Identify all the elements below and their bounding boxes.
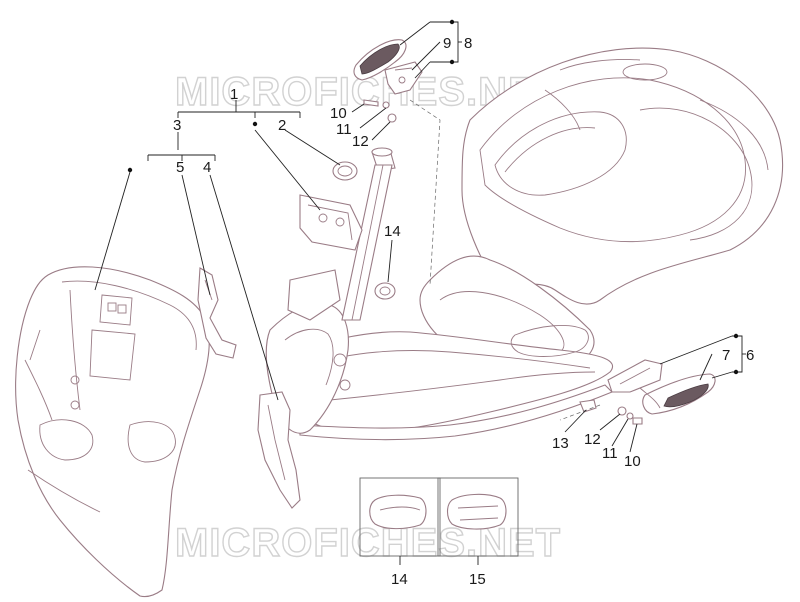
clip-13 [579, 399, 597, 413]
callout-1: 1 [230, 86, 238, 103]
callout-12-right: 12 [584, 431, 601, 448]
alignment-line-right [559, 404, 601, 421]
strip-4 [257, 391, 301, 509]
callout-6: 6 [746, 347, 754, 364]
callout-11-top: 11 [336, 121, 352, 138]
callout-10-right: 10 [624, 453, 641, 470]
callout-15: 15 [469, 571, 486, 588]
watermark-bottom: MICROFICHES.NET [175, 521, 561, 565]
callout-12-top: 12 [352, 133, 369, 150]
callout-7: 7 [722, 347, 730, 364]
callout-labels: 1 2 3 4 5 6 7 8 9 10 11 12 13 12 11 10 1… [173, 35, 754, 588]
callout-2: 2 [278, 117, 286, 134]
callout-14-bottom: 14 [391, 571, 408, 588]
leader-lines [94, 21, 746, 565]
leg-shield [15, 266, 210, 598]
callout-4: 4 [203, 159, 211, 176]
callout-8: 8 [464, 35, 472, 52]
callout-5: 5 [176, 159, 184, 176]
fasteners-top [363, 99, 397, 123]
bullet-dots [127, 19, 739, 375]
callout-14-frame: 14 [384, 223, 401, 240]
callout-9: 9 [443, 35, 451, 52]
steering-column [287, 147, 396, 321]
callout-10-top: 10 [330, 105, 347, 122]
callout-11-right: 11 [602, 445, 618, 462]
lever-9 [353, 39, 423, 95]
lever-7 [607, 359, 716, 415]
body-frame [265, 47, 784, 441]
callout-3: 3 [173, 117, 181, 134]
plug-box-15 [437, 477, 519, 557]
bushing-ring [332, 161, 358, 181]
callout-13: 13 [552, 435, 569, 452]
alignment-line-top [409, 99, 441, 286]
plug-14-frame [374, 282, 396, 300]
fasteners-right [617, 406, 643, 425]
